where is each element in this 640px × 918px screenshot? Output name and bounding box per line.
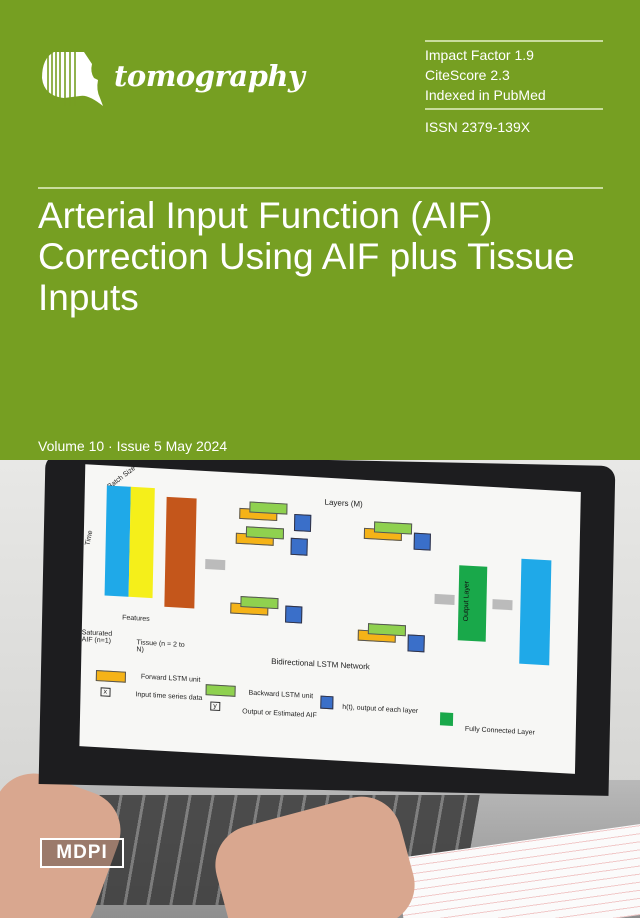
title-rule [38, 187, 603, 189]
legend-output: Output or Estimated AIF [242, 708, 317, 720]
citescore: CiteScore 2.3 [425, 67, 510, 83]
issue-label: Volume 10 · Issue 5 May 2024 [38, 438, 228, 454]
backward-unit [240, 596, 279, 610]
legend-input: Input time series data [135, 691, 203, 703]
journal-name: tomography [114, 59, 305, 93]
legend-fc: Fully Connected Layer [464, 725, 535, 737]
article-title: Arterial Input Function (AIF) Correction… [38, 195, 575, 318]
legend-backward-swatch [205, 684, 236, 697]
h-unit [290, 537, 308, 556]
arrow-1-icon [205, 559, 226, 571]
output-block [519, 558, 552, 666]
laptop: Batch Size Time Features Saturated AIF (… [38, 460, 616, 796]
legend-backward: Backward LSTM unit [248, 689, 314, 701]
head-logo-icon [40, 50, 106, 106]
h-unit [285, 605, 303, 624]
arrow-2-icon [434, 593, 455, 605]
backward-unit [245, 526, 285, 540]
tissue-label: Tissue (n = 2 to N) [136, 639, 185, 654]
output-layer [457, 565, 488, 642]
legend-forward-swatch [95, 670, 126, 683]
h-unit [413, 532, 431, 551]
mdpi-logo: MDPI [40, 838, 124, 868]
diagram-screen: Batch Size Time Features Saturated AIF (… [79, 464, 581, 774]
tissue-block [128, 486, 155, 599]
network-label: Bidirectional LSTM Network [271, 656, 370, 672]
legend-h-swatch [320, 695, 334, 710]
features-label: Features [122, 614, 150, 623]
legend-h: h(t), output of each layer [342, 703, 419, 716]
issn: ISSN 2379-139X [425, 119, 531, 135]
layers-label: Layers (M) [324, 497, 363, 509]
tissue-n-block [164, 496, 197, 609]
backward-unit [249, 501, 288, 515]
output-layer-label: Output Layer [462, 580, 471, 622]
legend-forward: Forward LSTM unit [140, 673, 201, 684]
saturated-label: Saturated AIF (n=1) [81, 629, 113, 645]
meta-mid-rule [425, 108, 603, 110]
arrow-3-icon [492, 599, 513, 611]
backward-unit [367, 623, 407, 637]
time-label: Time [84, 529, 95, 547]
backward-unit [373, 521, 413, 535]
journal-logo: tomography [40, 50, 305, 106]
meta-top-rule [425, 40, 603, 42]
legend-x-symbol: x [100, 687, 111, 697]
indexed-in: Indexed in PubMed [425, 87, 546, 103]
cover-photo: Batch Size Time Features Saturated AIF (… [0, 460, 640, 918]
h-unit [293, 513, 312, 532]
h-unit [407, 634, 425, 653]
aif-block [104, 485, 131, 597]
legend-fc-swatch [439, 712, 454, 727]
legend-y-symbol: y [210, 701, 220, 711]
impact-factor: Impact Factor 1.9 [425, 47, 534, 63]
